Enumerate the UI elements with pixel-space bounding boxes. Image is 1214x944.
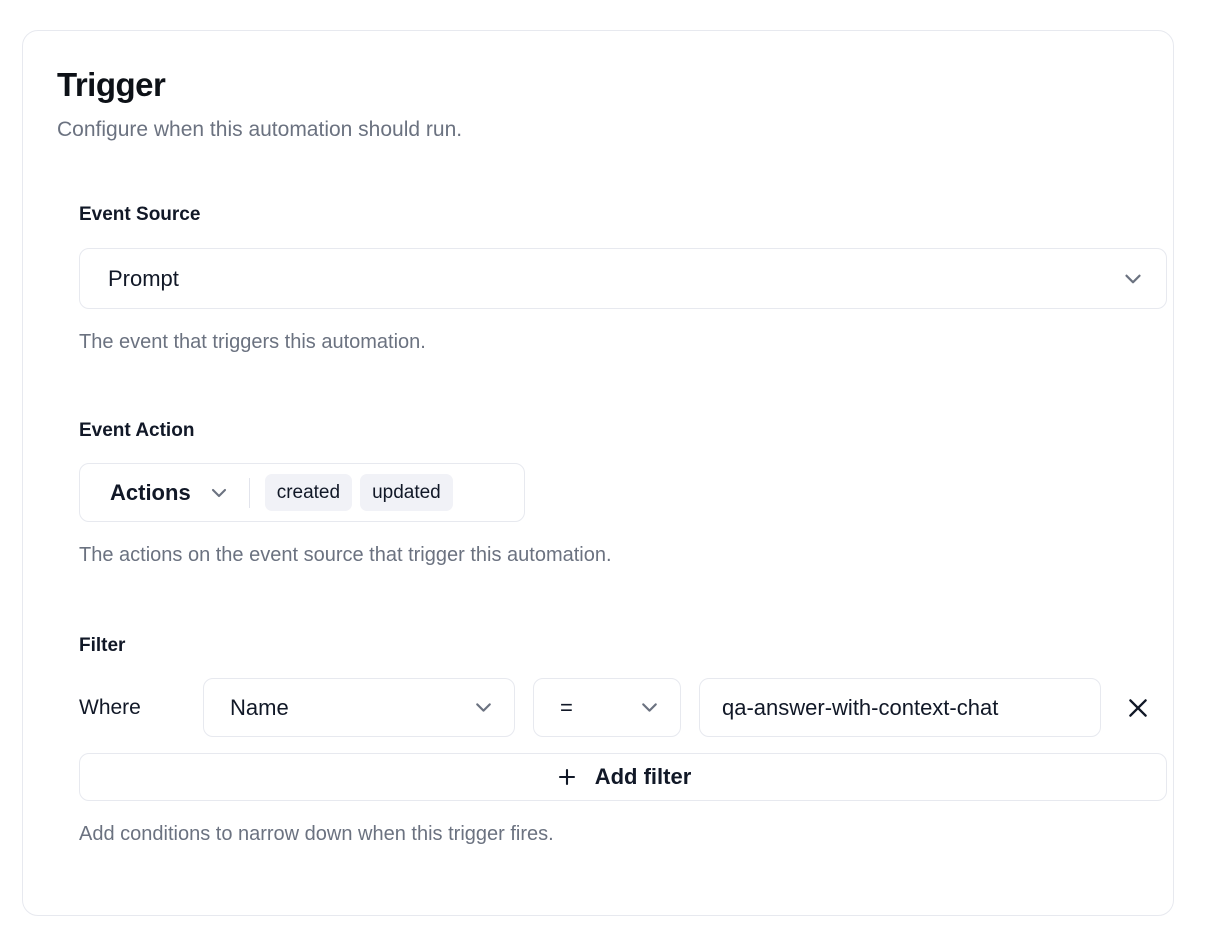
add-filter-button[interactable]: Add filter [79,753,1167,801]
filter-section: Filter Where Name = [79,634,1167,847]
close-icon [1125,695,1151,721]
event-source-help: The event that triggers this automation. [79,331,426,353]
chevron-down-icon[interactable] [1120,266,1146,292]
event-source-select[interactable]: Prompt [79,248,1167,309]
chevron-down-icon[interactable] [207,481,231,505]
page-title: Trigger [57,66,166,103]
remove-filter-button[interactable] [1117,687,1159,729]
filter-operator-value: = [560,694,573,720]
event-action-multiselect[interactable]: Actions created updated [79,463,525,522]
filter-attribute-value: Name [230,694,289,720]
add-filter-label: Add filter [594,764,692,789]
where-label: Where [79,695,141,719]
chip-created[interactable]: created [264,474,353,511]
chevron-down-icon[interactable] [637,695,662,720]
event-source-value: Prompt [108,265,179,291]
plus-icon [555,765,579,789]
event-source-section: Event Source Prompt The event that trigg… [79,203,1167,355]
card-subtitle: Configure when this automation should ru… [57,118,463,141]
divider [248,477,250,508]
filter-label: Filter [79,635,126,656]
filter-help: Add conditions to narrow down when this … [79,823,554,845]
event-action-label: Event Action [79,420,195,441]
event-action-help: The actions on the event source that tri… [79,544,612,566]
filter-operator-select[interactable]: = [533,678,681,737]
trigger-card: Trigger Configure when this automation s… [22,30,1174,916]
filter-attribute-select[interactable]: Name [203,678,515,737]
chip-updated[interactable]: updated [360,474,453,511]
filter-value-input[interactable] [699,678,1101,737]
chevron-down-icon[interactable] [471,695,496,720]
filter-row: Where Name = [79,678,1167,737]
event-source-label: Event Source [79,204,201,225]
event-action-chips: created updated [264,474,453,511]
event-action-trigger[interactable]: Actions [110,480,231,506]
event-action-value: Actions [110,479,191,505]
event-action-section: Event Action Actions created updated The [79,419,1167,568]
